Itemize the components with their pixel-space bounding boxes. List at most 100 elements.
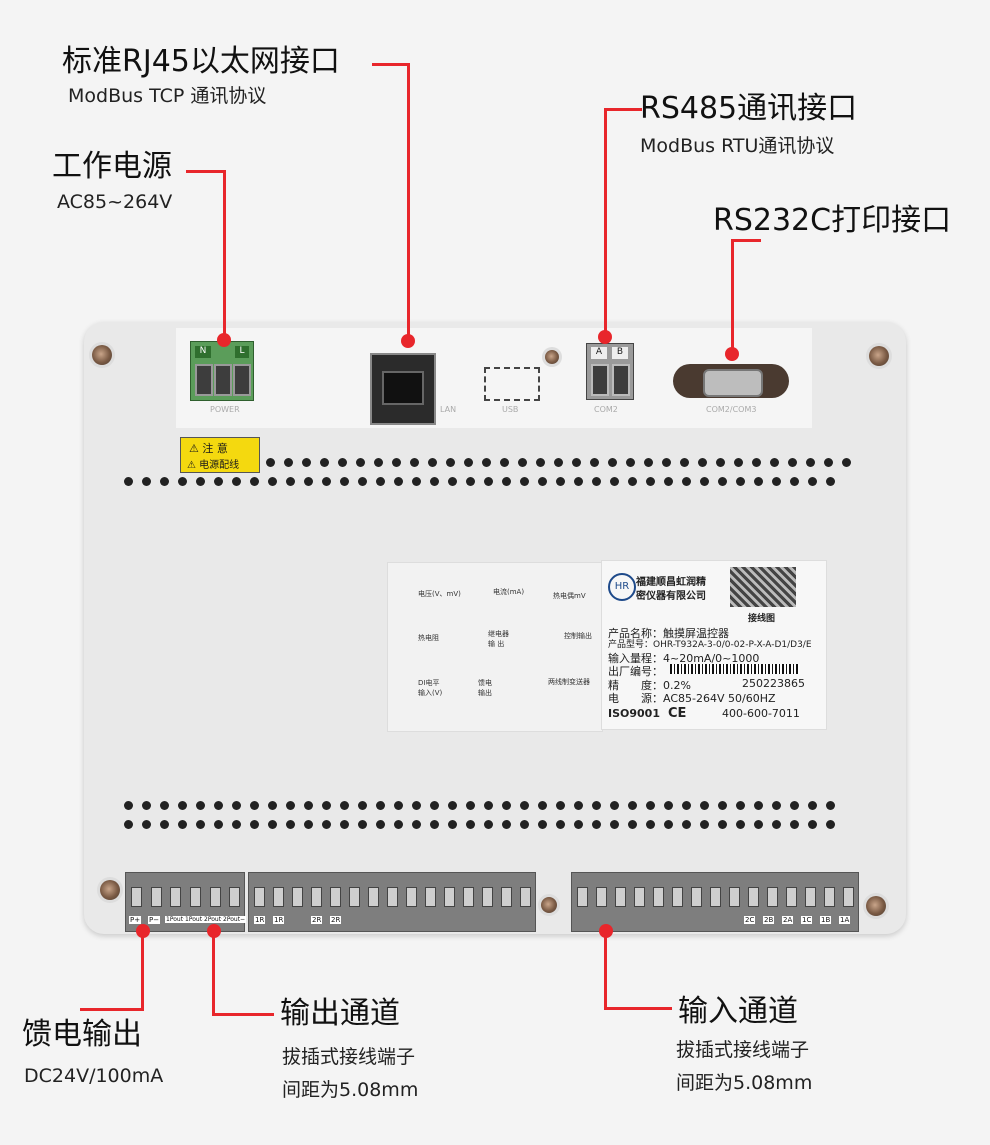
vent-hole	[754, 801, 763, 810]
vent-hole	[250, 801, 259, 810]
vent-hole	[502, 801, 511, 810]
vent-hole	[716, 458, 725, 467]
vent-hole	[448, 820, 457, 829]
vent-hole	[518, 458, 527, 467]
vent-hole	[772, 801, 781, 810]
vent-hole	[644, 458, 653, 467]
vent-hole	[736, 801, 745, 810]
db9-port[interactable]	[673, 364, 789, 398]
terminal-label: 1B	[820, 916, 832, 924]
vent-hole	[340, 820, 349, 829]
vent-hole	[790, 820, 799, 829]
terminal-label-n: N	[195, 346, 211, 358]
vent-hole	[266, 458, 275, 467]
marker-dot	[136, 924, 150, 938]
terminal-label: 2R	[311, 916, 323, 924]
usb-port[interactable]	[484, 367, 540, 401]
terminal-label: 2C	[744, 916, 756, 924]
accuracy: 精 度：0.2%	[608, 679, 691, 692]
vent-hole	[394, 477, 403, 486]
input-title: 输入通道	[678, 994, 798, 1029]
vent-hole	[520, 801, 529, 810]
screw-icon	[866, 896, 886, 916]
wiring-item: 继电器 输 出	[488, 630, 509, 648]
vent-hole	[374, 458, 383, 467]
vent-hole	[160, 477, 169, 486]
terminal-label: 1R	[273, 916, 285, 924]
vent-hole	[610, 477, 619, 486]
terminal-screw	[150, 887, 162, 907]
terminal-screw	[652, 887, 664, 907]
vent-hole	[664, 801, 673, 810]
wiring-item: 电压(V、mV)	[418, 590, 461, 598]
vent-hole	[718, 820, 727, 829]
leader-line	[80, 1008, 144, 1011]
terminal-screw	[633, 887, 645, 907]
leader-line	[731, 239, 734, 351]
vent-hole	[412, 820, 421, 829]
vent-hole	[502, 477, 511, 486]
terminal-label-b: B	[612, 347, 628, 359]
vent-hole	[538, 820, 547, 829]
vent-hole	[304, 477, 313, 486]
qr-code-icon	[730, 567, 796, 607]
leader-line	[212, 1013, 274, 1016]
rj45-port[interactable]	[370, 353, 436, 425]
input-range: 输入量程：4~20mA/0~1000	[608, 652, 760, 665]
company-line2: 密仪器有限公司	[636, 591, 706, 602]
rj45-subtitle: ModBus TCP 通讯协议	[68, 85, 267, 107]
vent-hole	[448, 801, 457, 810]
phone-number: 400-600-7011	[722, 707, 800, 720]
vent-hole	[268, 477, 277, 486]
input-terminal-block[interactable]	[571, 872, 859, 932]
output-terminal-block[interactable]	[248, 872, 536, 932]
vent-hole	[700, 820, 709, 829]
rs485-terminal-block[interactable]: A B	[586, 343, 634, 400]
feed-output-terminal-block[interactable]	[125, 872, 245, 932]
vent-hole	[536, 458, 545, 467]
product-name: 产品名称：触摸屏温控器	[608, 627, 729, 640]
screw-icon	[100, 880, 120, 900]
vent-hole	[806, 458, 815, 467]
vent-hole	[664, 820, 673, 829]
vent-hole	[286, 801, 295, 810]
leader-line	[186, 170, 226, 173]
vent-hole	[752, 458, 761, 467]
terminal-screw	[748, 887, 760, 907]
vent-hole	[718, 801, 727, 810]
vent-hole	[448, 477, 457, 486]
vent-hole	[412, 477, 421, 486]
screw-icon	[92, 345, 112, 365]
wiring-item: 两线制变送器	[548, 678, 590, 686]
vent-hole	[322, 477, 331, 486]
terminal-screw	[425, 887, 437, 907]
vent-hole	[322, 801, 331, 810]
terminal-label: 2Pout−	[222, 916, 247, 923]
vent-hole	[572, 458, 581, 467]
vent-hole	[520, 477, 529, 486]
serial-label: 出厂编号：	[608, 665, 663, 678]
terminal-screw	[310, 887, 322, 907]
terminal-screw	[671, 887, 683, 907]
vent-hole	[322, 820, 331, 829]
terminal-label: 1A	[839, 916, 851, 924]
vent-hole	[196, 820, 205, 829]
vent-hole	[142, 801, 151, 810]
vent-hole	[718, 477, 727, 486]
vent-row	[266, 458, 851, 467]
vent-hole	[284, 458, 293, 467]
power-terminal-block[interactable]: N L	[190, 341, 254, 401]
warning-sticker: ⚠ 注 意 ⚠ 电源配线	[180, 437, 260, 473]
vent-hole	[142, 820, 151, 829]
vent-hole	[662, 458, 671, 467]
vent-hole	[734, 458, 743, 467]
com2-caption: COM2	[594, 405, 618, 414]
power-caption: POWER	[210, 405, 240, 414]
vent-hole	[356, 458, 365, 467]
vent-hole	[556, 477, 565, 486]
vent-hole	[232, 820, 241, 829]
wiring-caption: 接线图	[748, 614, 776, 624]
vent-hole	[410, 458, 419, 467]
vent-hole	[520, 820, 529, 829]
vent-hole	[286, 477, 295, 486]
